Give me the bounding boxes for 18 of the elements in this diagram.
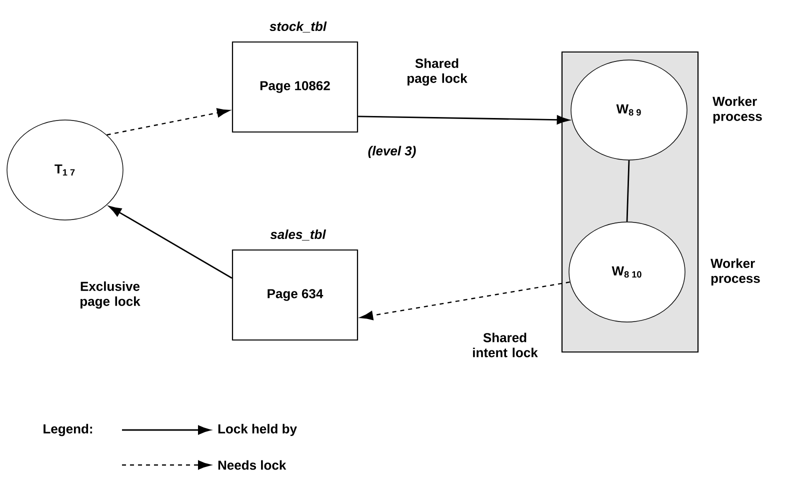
connector-line — [626, 160, 630, 222]
legend-text: Needs lock — [218, 460, 286, 470]
arrow — [360, 281, 570, 320]
process-caption: Worker process — [712, 96, 762, 124]
arrow — [358, 115, 570, 124]
arrow — [106, 108, 230, 136]
table-name: sales_tbl — [270, 230, 326, 240]
page-box: Page 10862 — [232, 41, 358, 133]
arrow — [108, 206, 232, 279]
page-box: Page 634 — [232, 249, 358, 341]
table-name: stock_tbl — [270, 21, 327, 32]
process-caption: Worker process — [710, 258, 760, 286]
edge-label: Exclusive page lock — [80, 281, 140, 309]
legend-title: Legend: — [44, 424, 92, 436]
annotation-label: (level 3) — [368, 146, 416, 158]
legend-text: Lock held by — [218, 424, 297, 436]
edge-label: Shared page lock — [408, 58, 468, 86]
edge-label: Shared intent lock — [473, 332, 538, 358]
